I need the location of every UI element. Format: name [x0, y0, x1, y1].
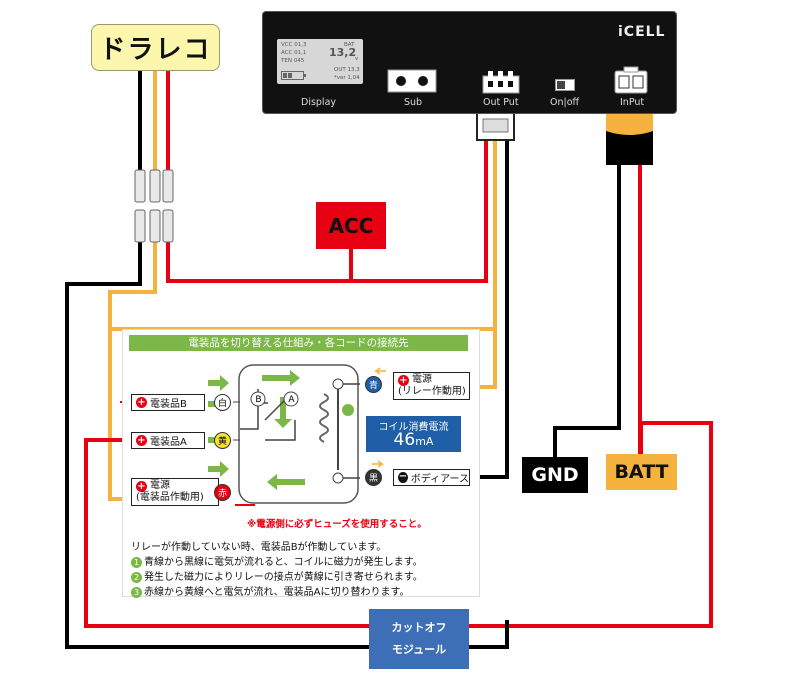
label-body-ground: −ボディアース: [393, 469, 470, 486]
coil-current-box: コイル消費電流 46mA: [366, 416, 461, 452]
coil-current-value: 46: [393, 430, 416, 450]
batt-label: BATT: [606, 454, 677, 490]
cutoff-line1: カットオフ: [391, 621, 447, 634]
input-port-icon: [614, 66, 648, 94]
fuse-warning: ※電源側に必ずヒューズを使用すること。: [247, 519, 427, 530]
terminal-white: 白: [214, 394, 231, 411]
wire-black-bottom: [469, 620, 509, 649]
output-port-icon: [482, 71, 520, 94]
inline-connectors: [134, 169, 174, 243]
lcd-bat-value: 13,2: [329, 46, 357, 59]
gnd-label: GND: [522, 457, 588, 493]
lcd-ver: *ver 1,04: [334, 75, 360, 81]
device-display: VCC 01,3 ACC 01,1 TEN 045 BAT 13,2 v OUT…: [277, 39, 363, 84]
lcd-acc: ACC 01,1: [281, 50, 307, 56]
wire-black-output: [470, 140, 509, 479]
sub-port-icon: [387, 69, 437, 93]
label-denso-a: +電装品A: [131, 432, 205, 449]
lcd-out: OUT 13,3: [334, 67, 360, 73]
wire-black-drareco-cutoff: [65, 70, 370, 649]
device-brand: iCELL: [618, 24, 666, 40]
cutoff-module-label: カットオフ モジュール: [369, 609, 469, 669]
contact-b: B: [255, 394, 262, 405]
port-label-onoff: On|off: [550, 97, 580, 108]
terminal-black: 黒: [365, 469, 382, 486]
wire-red-drareco-acc: [166, 70, 488, 283]
coil-current-unit: mA: [415, 435, 434, 448]
terminal-blue: 青: [365, 376, 382, 393]
terminal-red: 赤: [214, 484, 231, 501]
terminal-yellow: 黄: [214, 432, 231, 449]
lcd-vcc: VCC 01,3: [281, 42, 307, 48]
drive-recorder-label: ドラレコ: [91, 24, 220, 71]
note-intro: リレーが作動していない時、電装品Bが作動しています。: [131, 542, 387, 553]
port-label-sub: Sub: [404, 97, 423, 108]
port-label-display: Display: [301, 97, 337, 108]
label-power-relay: +電源 (リレー作動用): [393, 372, 470, 400]
label-denso-b: +電装品B: [131, 394, 205, 411]
coil-current-title: コイル消費電流: [378, 422, 449, 433]
on-off-switch-icon: [555, 79, 575, 91]
cutoff-line2: モジュール: [391, 643, 447, 656]
wire-black-gnd-path: [553, 165, 621, 457]
label-power-denso: +電源 (電装品作動用): [131, 478, 219, 506]
contact-a: A: [288, 394, 295, 405]
panel-title: 電装品を切り替える仕組み・各コードの接続先: [129, 335, 468, 351]
lcd-ten: TEN 045: [281, 58, 305, 64]
port-label-input: InPut: [620, 97, 645, 108]
wire-yellow-drareco: [108, 70, 157, 501]
icell-device: iCELL VCC 01,3 ACC 01,1 TEN 045 BAT 13,2…: [262, 11, 677, 114]
lcd-bat-unit: v: [355, 56, 359, 62]
lcd-bat: BAT: [344, 42, 355, 48]
battery-icon: [281, 71, 306, 80]
port-label-output: Out Put: [483, 97, 519, 108]
acc-label: ACC: [316, 202, 386, 249]
